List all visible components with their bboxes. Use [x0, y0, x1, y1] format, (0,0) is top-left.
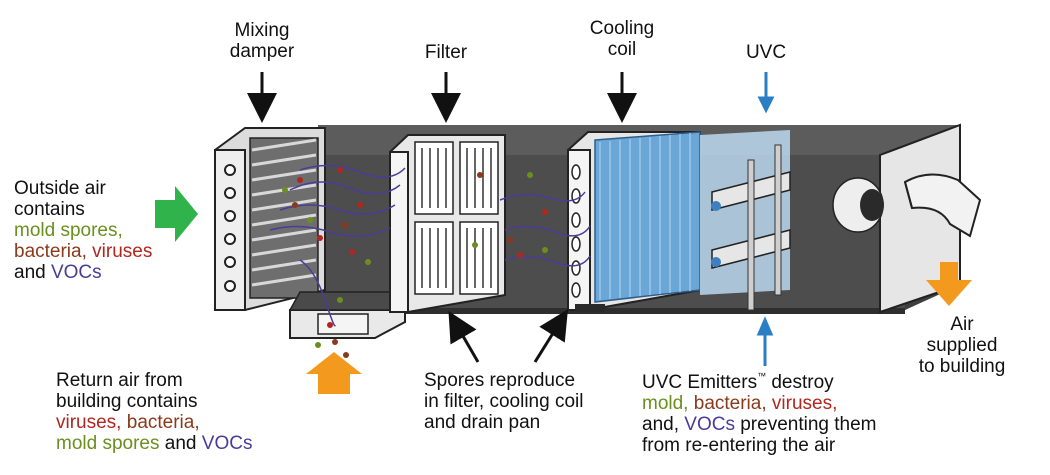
air-supplied-label: Air supplied to building	[912, 314, 1012, 377]
outside-air-label: Outside air contains mold spores, bacter…	[14, 178, 152, 283]
mixing-damper-label: Mixing damper	[222, 20, 302, 62]
mixing-damper-line2: damper	[229, 41, 295, 62]
outside-air-mold: mold spores,	[14, 220, 123, 241]
supply-air-arrow	[926, 262, 972, 306]
filter	[389, 134, 506, 313]
uvc-emitters-label: UVC Emitters™ destroy mold, bacteria, vi…	[642, 371, 877, 457]
outside-air-arrow	[155, 186, 198, 242]
top-arrows	[247, 72, 775, 123]
cooling-coil	[567, 131, 701, 312]
contaminant-particles	[269, 164, 591, 358]
spores-line1: Spores reproduce	[424, 370, 576, 391]
return-air-line1: Return air from	[56, 370, 183, 391]
outside-air-bacteria: bacteria,	[14, 241, 87, 262]
filter-label: Filter	[424, 42, 468, 63]
outside-air-viruses: viruses	[92, 241, 153, 262]
outside-air-line2: contains	[14, 199, 85, 220]
uvc-emitters-prefix: UVC Emitters	[642, 372, 758, 393]
spores-arrow-left	[448, 311, 480, 363]
uvc-arrow	[757, 72, 775, 114]
uvc-emitters-last: from re-entering the air	[642, 435, 836, 456]
bottom-arrows	[448, 309, 774, 366]
trademark-symbol: ™	[757, 371, 767, 381]
outside-air-line1: Outside air	[14, 178, 106, 199]
air-supplied-line2: supplied	[926, 335, 998, 356]
mixing-damper	[214, 127, 326, 311]
uvc-emitters-arrow	[756, 316, 774, 366]
return-air-bacteria: bacteria,	[126, 412, 200, 433]
air-supplied-line1: Air	[950, 314, 974, 335]
return-air-vocs: VOCs	[201, 433, 253, 454]
spores-label: Spores reproduce in filter, cooling coil…	[424, 370, 583, 433]
uvc-label: UVC	[745, 42, 787, 63]
uv-light-field	[700, 130, 791, 311]
spores-line3: and drain pan	[424, 412, 541, 433]
return-air-arrow	[306, 352, 362, 394]
uvc-emitters-viruses: viruses,	[771, 393, 838, 414]
uvc-emitters-mold: mold,	[642, 393, 689, 414]
return-air-mold: mold spores	[56, 433, 160, 454]
spores-arrow-right	[533, 309, 568, 363]
uvc-emitters-suffix: destroy	[771, 372, 834, 393]
return-air-and: and	[164, 433, 197, 454]
spores-line2: in filter, cooling coil	[424, 391, 584, 412]
outside-air-and: and	[14, 262, 46, 283]
cooling-coil-label: Cooling coil	[574, 18, 670, 60]
mixing-damper-line1: Mixing	[234, 20, 290, 41]
return-air-inlet	[288, 291, 407, 339]
cooling-coil-line2: coil	[607, 39, 637, 60]
uvc-emitters-bacteria: bacteria,	[693, 393, 767, 414]
outside-air-vocs: VOCs	[50, 262, 102, 283]
return-air-label: Return air from building contains viruse…	[56, 370, 252, 454]
return-air-viruses: viruses,	[56, 412, 122, 433]
cooling-coil-line1: Cooling	[589, 18, 655, 39]
uvc-emitters-and: and,	[642, 414, 679, 435]
uvc-emitters-tail: preventing them	[740, 414, 877, 435]
air-supplied-line3: to building	[918, 356, 1006, 377]
uvc-emitters-vocs: VOCs	[684, 414, 735, 435]
return-air-line2: building contains	[56, 391, 198, 412]
